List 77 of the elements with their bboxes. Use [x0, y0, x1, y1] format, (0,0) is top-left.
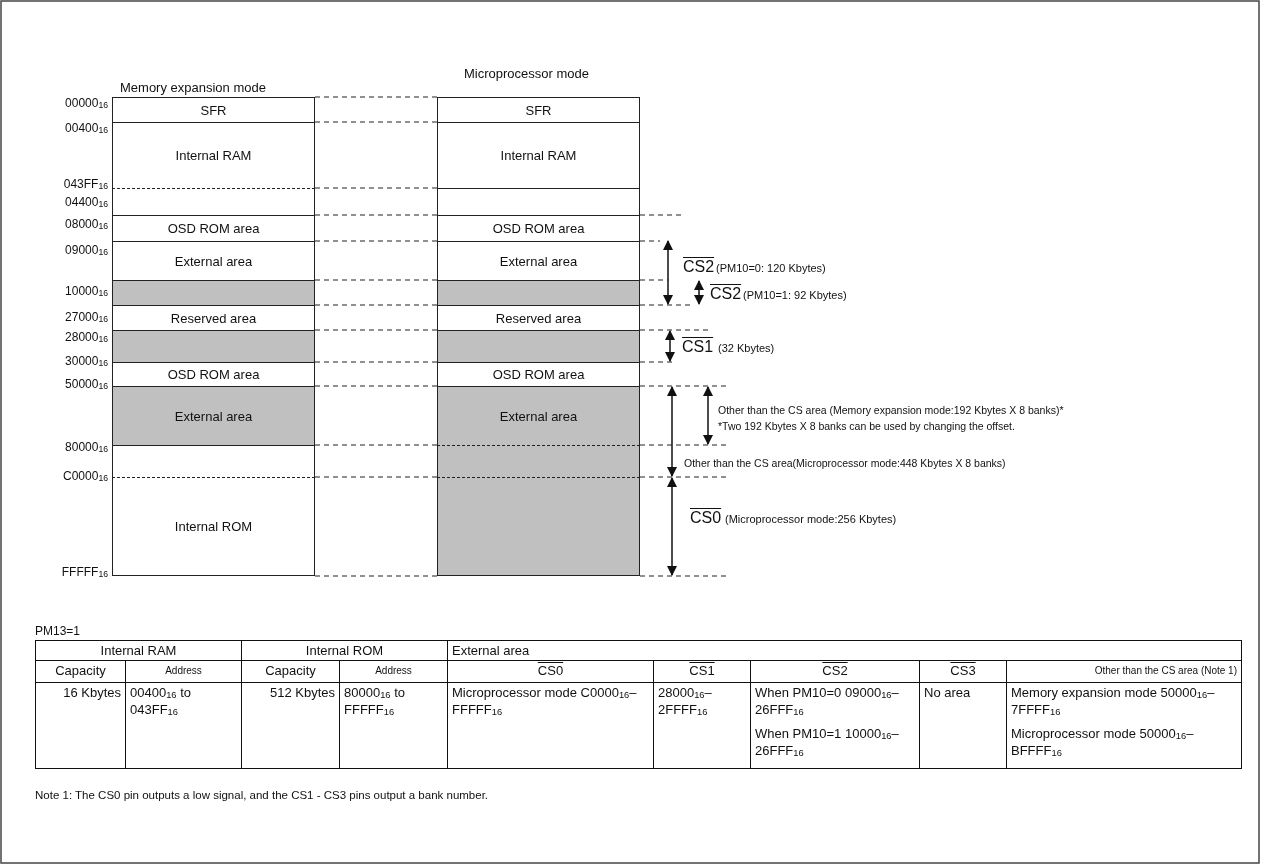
- header-cell: Other than the CS area (Note 1): [1006, 660, 1242, 683]
- segment-label: OSD ROM area: [167, 367, 260, 382]
- memory-segment: [112, 477, 315, 576]
- segment-label: Internal RAM: [175, 148, 252, 163]
- table-cell: Microprocessor mode C0000$_{16}$–FFFFF$_{16}$: [447, 682, 654, 769]
- table-cell: 512 Kbytes: [241, 682, 340, 769]
- mode-label: PM13=1: [35, 624, 81, 638]
- memory-segment: [437, 445, 640, 477]
- header-cell: CS0: [447, 660, 654, 683]
- table-cell: 16 Kbytes: [35, 682, 126, 769]
- header-cell: Address: [339, 660, 448, 683]
- memory-segment: [112, 362, 315, 386]
- memory-segment: [437, 241, 640, 280]
- segment-label: External area: [499, 408, 578, 424]
- memory-segment: [112, 241, 315, 280]
- memory-segment: [112, 305, 315, 330]
- memory-segment: [112, 386, 315, 445]
- segment-label: External area: [499, 253, 578, 269]
- memory-segment: [112, 445, 315, 477]
- table-cell: No area: [919, 682, 1007, 769]
- cell-text: Memory expansion mode 50000$_{16}$–7FFFF$_{16}$: [1011, 685, 1216, 719]
- table-cell: 00400$_{16}$ to 043FF$_{16}$: [125, 682, 242, 769]
- annotation-text: *Two 192 Kbytes X 8 banks can be used by changing the offset.: [718, 420, 1015, 432]
- memory-segment: [112, 280, 315, 305]
- memory-segment: [112, 97, 315, 122]
- annotation-text: (32 Kbytes): [718, 342, 775, 354]
- column-heading: Memory expansion mode: [120, 80, 266, 95]
- cell-text: When PM10=1 10000$_{16}$–26FFF$_{16}$: [755, 726, 900, 760]
- memory-segment: [437, 122, 640, 188]
- annotation-text: (PM10=1: 92 Kbytes): [743, 289, 847, 301]
- memory-segment: [437, 362, 640, 386]
- table-cell: 80000$_{16}$ to FFFFF$_{16}$: [339, 682, 448, 769]
- header-cell: CS2: [750, 660, 920, 683]
- segment-label: OSD ROM area: [167, 221, 260, 236]
- segment-label: Internal RAM: [500, 148, 577, 163]
- memory-segment: [437, 330, 640, 362]
- segment-label: Reserved area: [170, 310, 257, 326]
- header-cell: External area: [447, 640, 1242, 661]
- segment-label: Reserved area: [495, 310, 582, 326]
- header-cell: Address: [125, 660, 242, 683]
- annotation-text: Other than the CS area(Microprocessor mode:448 Kbytes X 8 banks): [684, 457, 1006, 469]
- memory-segment: [112, 188, 315, 215]
- memory-segment: [437, 477, 640, 576]
- memory-segment: [437, 188, 640, 215]
- memory-segment: [437, 386, 640, 445]
- segment-label: External area: [174, 253, 253, 269]
- segment-label: External area: [174, 408, 253, 424]
- header-cell: Internal RAM: [35, 640, 242, 661]
- table-cell: 28000$_{16}$– 2FFFF$_{16}$: [653, 682, 751, 769]
- cell-text: When PM10=0 09000$_{16}$–26FFF$_{16}$: [755, 685, 900, 719]
- header-cell: Capacity: [35, 660, 126, 683]
- segment-label: OSD ROM area: [492, 367, 585, 382]
- segment-label: SFR: [200, 102, 227, 118]
- annotation-text: Other than the CS area (Memory expansion mode:192 Kbytes X 8 banks)*: [718, 404, 1064, 416]
- header-cell: CS1: [653, 660, 751, 683]
- header-cell: CS3: [919, 660, 1007, 683]
- segment-label: SFR: [525, 102, 552, 118]
- header-cell: Capacity: [241, 660, 340, 683]
- signal-name: CS2: [683, 258, 715, 276]
- annotation-text: (Microprocessor mode:256 Kbytes): [725, 513, 897, 525]
- signal-name: CS2: [710, 285, 742, 303]
- memory-segment: [112, 215, 315, 241]
- signal-name: CS0: [690, 509, 722, 527]
- annotation-text: (PM10=0: 120 Kbytes): [716, 262, 826, 274]
- memory-segment: [437, 280, 640, 305]
- header-cell: Internal ROM: [241, 640, 448, 661]
- memory-segment: [437, 215, 640, 241]
- segment-label: OSD ROM area: [492, 221, 585, 236]
- memory-segment: [437, 97, 640, 122]
- memory-segment: [112, 330, 315, 362]
- column-heading: Microprocessor mode: [464, 66, 589, 81]
- signal-name: CS1: [682, 338, 714, 356]
- segment-label: Internal ROM: [174, 519, 253, 534]
- note-text: Note 1: The CS0 pin outputs a low signal, and the CS1 - CS3 pins output a bank number.: [35, 789, 489, 801]
- memory-segment: [112, 122, 315, 188]
- memory-segment: [437, 305, 640, 330]
- cell-text: Microprocessor mode 50000$_{16}$–BFFFF$_{16}$: [1011, 726, 1195, 760]
